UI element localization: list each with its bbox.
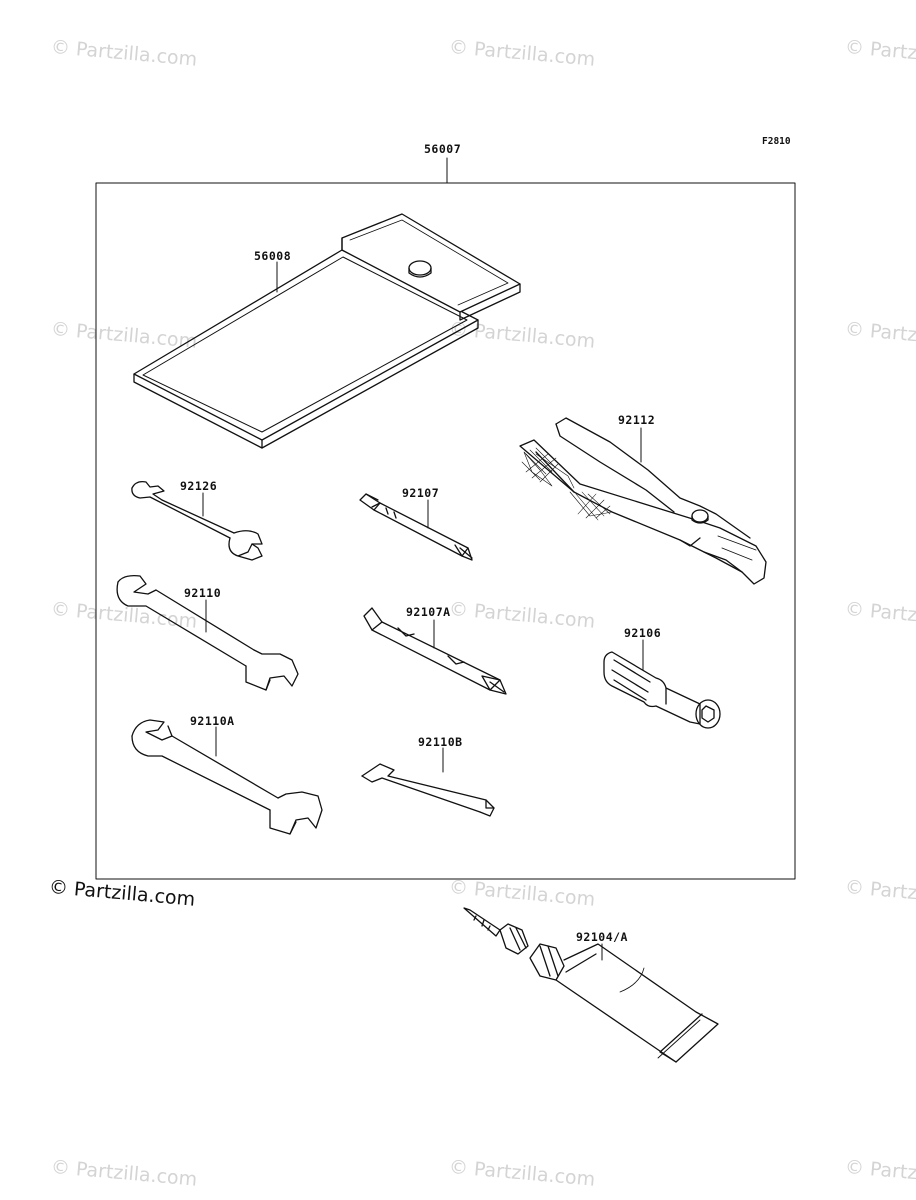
figure-code: F2810 <box>762 136 791 147</box>
part-label-92126: 92126 <box>180 479 218 493</box>
part-label-56007: 56007 <box>424 142 462 156</box>
pliers-drawing <box>519 417 767 585</box>
pliers-grip-hatching <box>521 447 611 521</box>
grease-tube-drawing <box>463 907 719 1063</box>
wrench-small-drawing <box>131 480 263 561</box>
screwdriver-drawing <box>359 493 473 561</box>
screwdriver-a-drawing <box>363 607 507 695</box>
part-label-92104-a: 92104/A <box>576 930 628 944</box>
handle-drawing <box>603 651 721 729</box>
wrench-medium-drawing <box>116 574 299 691</box>
part-label-92110B: 92110B <box>418 735 463 749</box>
part-label-92106: 92106 <box>624 626 662 640</box>
wrench-large-drawing <box>131 719 323 835</box>
part-label-92107A: 92107A <box>406 605 451 619</box>
tool-pouch-drawing <box>133 213 521 449</box>
part-label-92110: 92110 <box>184 586 222 600</box>
kit-box <box>95 182 796 880</box>
part-label-92107: 92107 <box>402 486 440 500</box>
part-label-56008: 56008 <box>254 249 292 263</box>
hex-key-drawing <box>361 763 495 817</box>
part-label-92110A: 92110A <box>190 714 235 728</box>
part-label-92112: 92112 <box>618 413 656 427</box>
